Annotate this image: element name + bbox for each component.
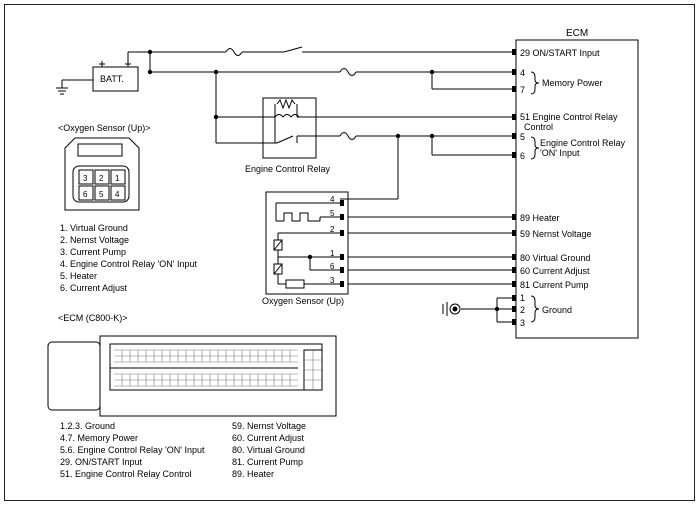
ecm-legend-2: 4.7. Memory Power bbox=[60, 433, 138, 443]
diagram-frame bbox=[4, 4, 695, 501]
ecm-legend-1: 1.2.3. Ground bbox=[60, 421, 115, 431]
ecm-pin-3: 3 bbox=[520, 318, 525, 328]
ecm-pin-7: 7 bbox=[520, 85, 525, 95]
sensor-connector-title: <Oxygen Sensor (Up)> bbox=[58, 123, 151, 133]
sensor-legend-2: 2. Nernst Voltage bbox=[60, 235, 129, 245]
sensor-pin-5: 5 bbox=[330, 209, 335, 218]
oxygen-sensor-box bbox=[265, 191, 349, 295]
ecm-title: ECM bbox=[566, 28, 588, 39]
ecm-pin-5: 5 bbox=[520, 132, 525, 142]
face-pin-1: 1 bbox=[115, 174, 120, 183]
ecm-legend-4: 29. ON/START Input bbox=[60, 457, 143, 467]
ecm-legend-6: 59. Nernst Voltage bbox=[232, 421, 306, 431]
ecm-connector-face bbox=[47, 341, 101, 411]
ecm-pin-59: 59 Nernst Voltage bbox=[520, 229, 592, 239]
sensor-pin-1: 1 bbox=[330, 249, 335, 258]
memory-power-label: Memory Power bbox=[542, 78, 603, 88]
ground-label: Ground bbox=[542, 305, 572, 315]
sensor-pin-3: 3 bbox=[330, 276, 335, 285]
sensor-legend-3: 3. Current Pump bbox=[60, 247, 126, 257]
sensor-legend-4: 4. Engine Control Relay 'ON' Input bbox=[60, 259, 198, 269]
sensor-pin-2: 2 bbox=[330, 225, 335, 234]
battery-label: BATT. bbox=[100, 74, 124, 84]
ecm-legend-5: 51. Engine Control Relay Control bbox=[60, 469, 192, 479]
relay-on-label-2: 'ON' Input bbox=[540, 148, 580, 158]
sensor-connector-face bbox=[64, 137, 140, 211]
ecm-legend-3: 5.6. Engine Control Relay 'ON' Input bbox=[60, 445, 205, 455]
sensor-legend-6: 6. Current Adjust bbox=[60, 283, 128, 293]
ecm-pin-81: 81 Current Pump bbox=[520, 280, 589, 290]
ecm-pin-60: 60 Current Adjust bbox=[520, 266, 590, 276]
battery-box bbox=[92, 66, 139, 92]
ecm-pin-4: 4 bbox=[520, 68, 525, 78]
ecm-pin-89: 89 Heater bbox=[520, 213, 560, 223]
face-pin-6: 6 bbox=[83, 190, 88, 199]
ecm-legend-7: 60. Current Adjust bbox=[232, 433, 305, 443]
ecm-legend-9: 81. Current Pump bbox=[232, 457, 303, 467]
sensor-legend-5: 5. Heater bbox=[60, 271, 97, 281]
ecm-pin-51: 51 Engine Control Relay bbox=[520, 112, 618, 122]
ecm-connector-title: <ECM (C800-K)> bbox=[58, 313, 128, 323]
relay-on-label-1: Engine Control Relay bbox=[540, 138, 626, 148]
sensor-legend-1: 1. Virtual Ground bbox=[60, 223, 128, 233]
relay-box bbox=[262, 97, 317, 159]
face-pin-2: 2 bbox=[99, 174, 104, 183]
ecm-legend-10: 89. Heater bbox=[232, 469, 274, 479]
ecm-pin-51-cont: Control bbox=[524, 122, 553, 132]
sensor-pin-4: 4 bbox=[330, 195, 335, 204]
ecm-box bbox=[515, 39, 639, 339]
face-pin-5: 5 bbox=[99, 190, 104, 199]
face-pin-3: 3 bbox=[83, 174, 88, 183]
ecm-pin-2: 2 bbox=[520, 305, 525, 315]
ecm-pin-80: 80 Virtual Ground bbox=[520, 253, 590, 263]
relay-label: Engine Control Relay bbox=[245, 164, 331, 174]
ecm-legend-8: 80. Virtual Ground bbox=[232, 445, 305, 455]
oxygen-sensor-label: Oxygen Sensor (Up) bbox=[262, 296, 344, 306]
ecm-pin-terminals bbox=[340, 49, 516, 325]
ecm-pin-29: 29 ON/START Input bbox=[520, 48, 600, 58]
heater-element bbox=[283, 212, 316, 222]
ecm-pin-6: 6 bbox=[520, 151, 525, 161]
sensor-pin-6: 6 bbox=[330, 262, 335, 271]
ecm-pin-1: 1 bbox=[520, 293, 525, 303]
face-pin-4: 4 bbox=[115, 190, 120, 199]
